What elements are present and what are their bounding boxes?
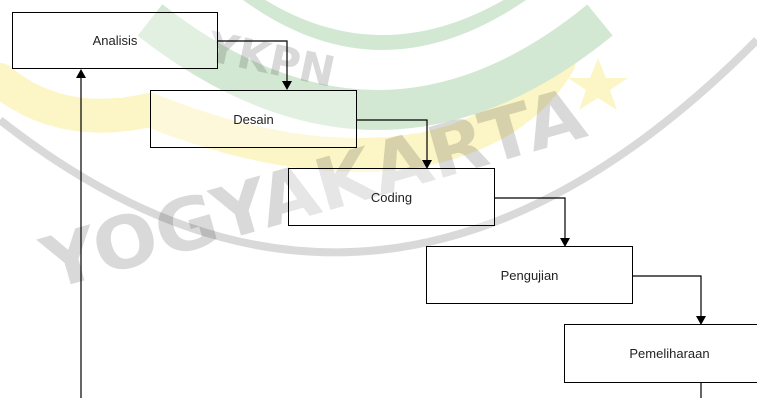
step-label: Pengujian — [500, 267, 559, 283]
connector-coding-pengujian — [495, 197, 566, 238]
step-pengujian: Pengujian — [426, 246, 633, 304]
step-label: Coding — [370, 189, 413, 205]
step-label: Analisis — [92, 33, 138, 48]
connector-pengujian-pemeliharaan — [633, 275, 702, 316]
step-label: Desain — [233, 111, 274, 127]
connector-analisis-desain — [218, 40, 288, 81]
step-analisis: Analisis — [12, 12, 218, 69]
step-coding: Coding — [288, 168, 495, 226]
arrowhead-desain — [282, 81, 292, 90]
step-desain: Desain — [150, 90, 357, 148]
step-pemeliharaan: Pemeliharaan — [564, 324, 757, 383]
connector-desain-coding — [357, 119, 428, 160]
arrowhead-coding — [422, 160, 432, 169]
arrowhead-analisis — [76, 69, 86, 78]
arrowhead-pemeliharaan — [696, 316, 706, 325]
arrowhead-pengujian — [560, 238, 570, 247]
step-label: Pemeliharaan — [629, 346, 710, 361]
